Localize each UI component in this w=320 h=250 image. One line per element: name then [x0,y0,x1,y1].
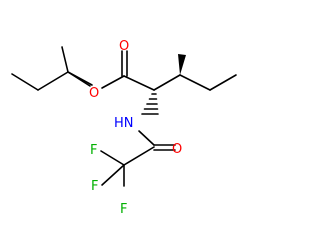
bond-beta-ch2 [179,74,211,91]
amide-nitrogen: HN [114,116,134,131]
fluorine-top: F [90,143,97,158]
bond-ch-o [61,46,69,73]
amide-oxygen: O [172,142,182,157]
ester-oxygen-single: O [89,86,99,101]
bond-chain-to-o [67,71,91,87]
bond-o-carbonyl-c [101,75,125,89]
molecule-structure: O O HN O F F F [11,39,237,217]
bond-amide-cf3 [123,146,155,166]
bond-ch2-ch [37,71,69,91]
fluorine-bottom: F [120,202,127,217]
bond-cf3-f-top [100,150,125,166]
ester-oxygen-double: O [119,39,129,54]
structure-canvas: O O HN O F F F [11,39,237,217]
bond-ch3-ch2 [11,73,39,91]
wedge-beta-methyl [178,54,186,75]
bond-alpha-beta [153,74,181,91]
bond-ch2-ch3 [209,74,237,91]
fluorine-left: F [91,179,98,194]
bond-n-amide-c [138,130,155,146]
bond-cf3-f-left [101,164,125,186]
hash-wedge-alpha-n [141,93,159,115]
bond-carbonyl-alpha [123,75,155,91]
